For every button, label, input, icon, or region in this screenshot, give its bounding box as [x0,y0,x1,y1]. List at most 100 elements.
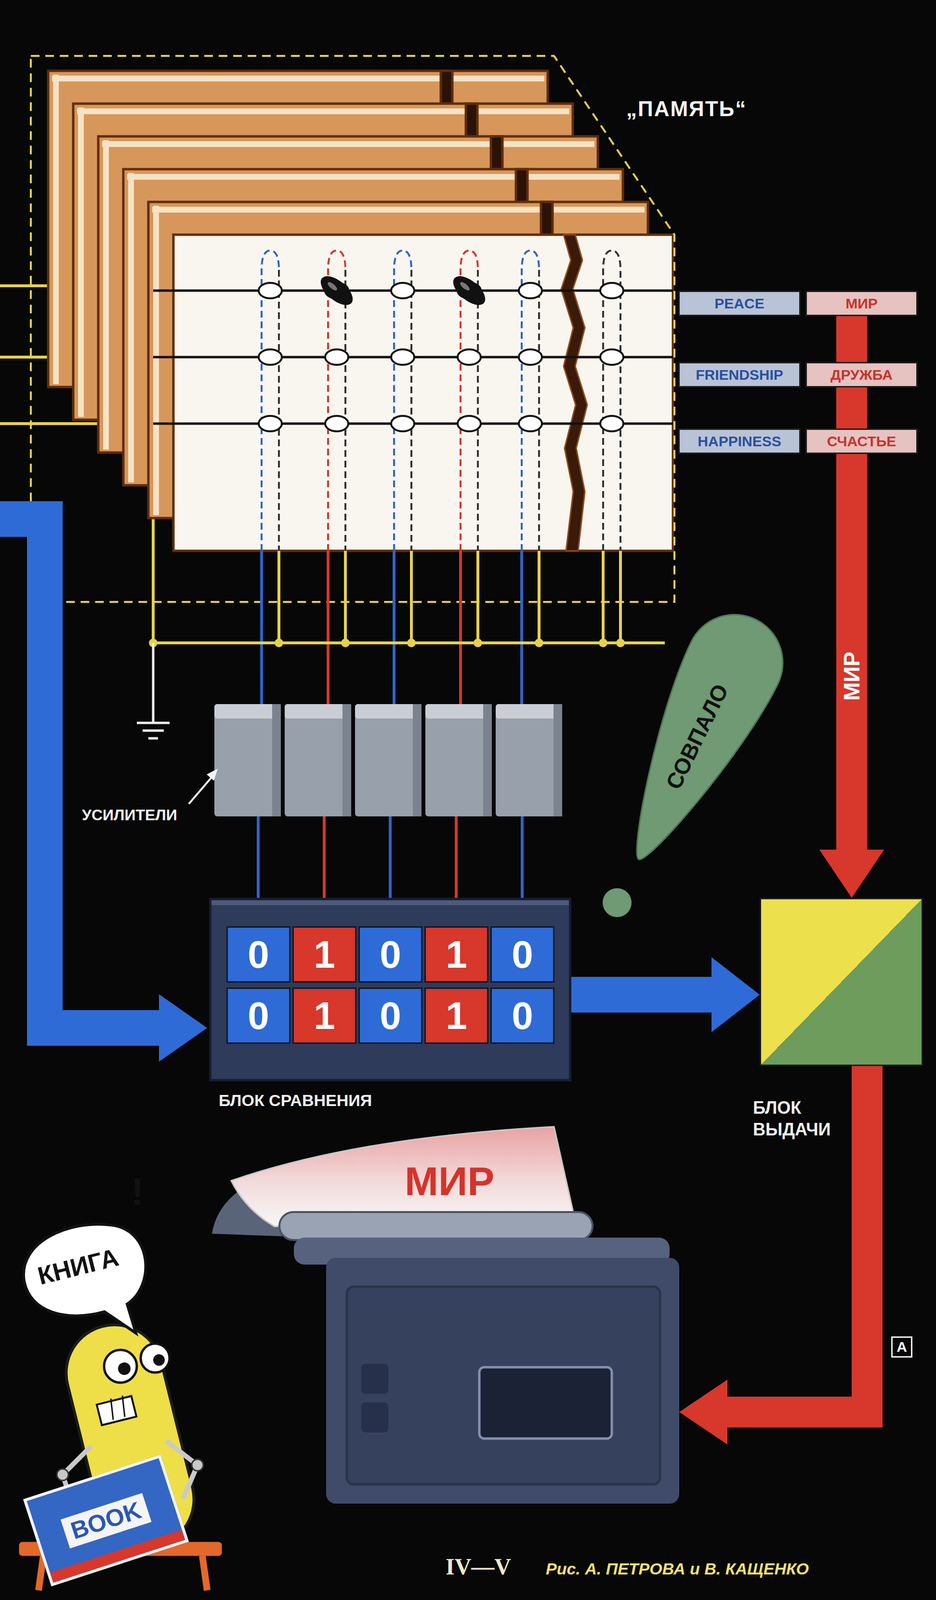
output-wire [520,550,524,704]
bit-digit: 0 [379,996,402,1035]
ferrite-core [258,349,282,365]
robot [122,1395,125,1417]
memory-plate [127,173,620,180]
junction-dot [341,638,350,647]
printer-screen [479,1366,612,1438]
set-core [459,280,472,292]
red-link [851,316,853,362]
ferrite-core [518,282,542,299]
bit-digit: 1 [313,996,336,1035]
bit-cell: 1 [292,987,357,1044]
book: BOOK [23,1453,189,1586]
memory-plate [490,136,503,170]
robot [104,1349,137,1383]
bit-digit: 0 [511,996,534,1035]
amplifier-wire [258,816,523,898]
robot [118,1361,131,1375]
printer-body [326,1257,680,1503]
set-core [448,270,491,311]
callout-bubble: СОВПАЛО [593,598,799,884]
ferrite-core [391,415,415,432]
speech-bubble: КНИГА! [15,1208,156,1336]
robot [110,1397,114,1420]
blue-arrow [571,956,760,1032]
bit-digit: 0 [247,935,270,974]
junction-dot [473,638,483,647]
word-box: FRIENDSHIP [678,361,801,388]
memory-plate [103,140,109,450]
amplifier [425,703,492,817]
bit-cell: 1 [424,987,489,1044]
ferrite-core [325,349,349,365]
red-arrow-head [819,849,884,898]
bit-digit: 0 [511,935,534,974]
input-arrow [0,500,208,1062]
output-wire [343,550,347,643]
bit-digit: 1 [445,935,468,974]
red-arrow-shaft [727,1065,868,1412]
ferrite-core [600,349,624,365]
sense-wire [277,269,280,551]
input-wire [151,517,155,643]
ferrite-core [258,415,282,432]
robot [191,1458,204,1471]
set-core [316,270,491,311]
memory-face [173,234,673,551]
word-box: СЧАСТЬЕ [805,428,918,454]
memory-plate [78,107,84,417]
output-wire [476,550,480,643]
logo-mark: А [891,1335,913,1358]
callout-shape [595,598,800,881]
ferrite-core [518,415,542,432]
memory-plate [77,108,570,115]
memory-title: „ПАМЯТЬ“ [626,96,747,122]
arrow-label: МИР [839,647,865,703]
ferrite-core [258,282,624,432]
memory-tear [561,234,588,551]
robot-stool [38,1555,44,1590]
bit-cell: 1 [292,925,357,983]
exclamation-mark: ! [131,1172,145,1211]
memory-plate [102,141,595,147]
output-block: БЛОК ВЫДАЧИ [759,897,923,1066]
amplifier-wire [454,816,458,898]
amplifier [495,703,563,719]
memory-plate [153,205,159,515]
memory-plate [540,201,553,235]
red-arrow-head [679,1379,728,1444]
comparison-block: БЛОК СРАВНЕНИЯ0101001010 [209,897,572,1082]
word-label: PEACE [714,296,765,311]
ferrite-core [325,415,349,432]
printer-panel [346,1286,660,1484]
printer-roller [279,1211,593,1240]
ground-symbol [148,737,159,740]
junction-dot [616,638,625,647]
ferrite-core [518,349,542,365]
ferrite-core [600,415,624,432]
red-link-shaft [836,316,868,362]
speech-bubble-shape [23,1223,146,1333]
word-box: ДРУЖБА [805,361,918,388]
red-arrow-shaft [836,453,868,850]
amplifier-wire [520,816,524,898]
bit-digit: 0 [247,996,270,1035]
sense-wire [344,269,347,551]
bit-digit: 0 [379,935,402,974]
figure-caption: Рис. А. ПЕТРОВА и В. КАЩЕНКО [545,1558,809,1579]
red-arrow [819,453,884,898]
printer: МИР [202,1112,680,1503]
robot [96,1395,137,1425]
robot [140,1343,170,1372]
memory-plate [152,206,645,213]
robot-stool [202,1555,208,1590]
output-wire [619,550,622,643]
blue-arrow-shaft [571,976,712,1013]
sense-wire [538,269,541,551]
output-wire [277,550,281,643]
amplifier [214,703,563,817]
memory-plate [515,169,528,202]
amplifier [412,703,422,817]
printer-button [361,1363,389,1394]
output-wire [601,550,605,643]
